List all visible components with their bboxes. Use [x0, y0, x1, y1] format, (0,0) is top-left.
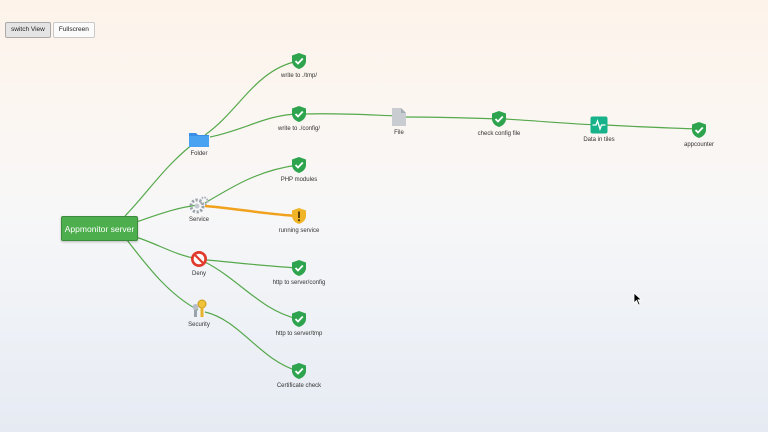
- check-shield-icon: [292, 260, 306, 276]
- check-shield-icon: [292, 363, 306, 379]
- node-label: http to server/config: [272, 280, 326, 286]
- node-label: check config file: [477, 131, 521, 137]
- node-label: write to ./tmp/: [280, 73, 317, 79]
- edge-service-running: [204, 204, 299, 218]
- node-write-config[interactable]: write to ./config/: [254, 105, 344, 132]
- edge-checkconfig-data: [504, 118, 600, 126]
- node-label: Service: [188, 217, 209, 223]
- switch-view-button[interactable]: switch View: [5, 22, 51, 38]
- node-label: Data in tiles: [583, 137, 615, 143]
- edge-root-security: [126, 239, 199, 311]
- file-icon: [392, 108, 406, 126]
- edge-deny-httpconfig: [206, 259, 299, 269]
- node-label: Certificate check: [276, 383, 322, 389]
- node-label: running service: [278, 228, 320, 234]
- node-label: Security: [188, 322, 210, 328]
- node-http-tmp[interactable]: http to server/tmp: [254, 310, 344, 337]
- check-shield-icon: [492, 111, 506, 127]
- node-label: write to ./config/: [277, 126, 321, 132]
- node-security[interactable]: Security: [154, 299, 244, 328]
- edge-service-php: [204, 164, 299, 204]
- check-shield-icon: [292, 311, 306, 327]
- node-service[interactable]: Service: [154, 196, 244, 223]
- gear-icon: [189, 196, 209, 214]
- check-shield-icon: [292, 106, 306, 122]
- node-folder[interactable]: Folder: [154, 130, 244, 157]
- node-php-modules[interactable]: PHP modules: [254, 156, 344, 183]
- node-cert-check[interactable]: Certificate check: [254, 362, 344, 389]
- node-label: appcounter: [683, 142, 715, 148]
- node-appcounter[interactable]: appcounter: [654, 121, 744, 148]
- edge-folder-writeconfig: [209, 113, 299, 138]
- check-shield-icon: [292, 157, 306, 173]
- node-label: File: [394, 130, 404, 136]
- folder-icon: [189, 133, 209, 147]
- edge-file-checkconfig: [404, 116, 500, 120]
- warning-shield-icon: [292, 208, 306, 224]
- node-http-config[interactable]: http to server/config: [254, 259, 344, 286]
- check-shield-icon: [692, 122, 706, 138]
- pulse-icon: [590, 116, 608, 134]
- edge-folder-writetmp: [204, 60, 299, 136]
- edge-root-folder: [124, 139, 199, 217]
- fullscreen-button[interactable]: Fullscreen: [52, 22, 95, 38]
- node-check-config[interactable]: check config file: [454, 110, 544, 137]
- toolbar: switch View Fullscreen: [5, 22, 95, 38]
- root-node[interactable]: Appmonitor server: [61, 216, 138, 241]
- node-label: PHP modules: [280, 177, 318, 183]
- node-write-tmp[interactable]: write to ./tmp/: [254, 52, 344, 79]
- node-label: http to server/tmp: [275, 331, 323, 337]
- edge-security-cert: [204, 311, 299, 372]
- edge-root-service: [135, 204, 199, 223]
- node-running-service[interactable]: running service: [254, 207, 344, 234]
- edge-writeconfig-file: [304, 113, 400, 117]
- no-entry-icon: [191, 251, 207, 267]
- edge-deny-httptmp: [204, 261, 299, 320]
- node-file[interactable]: File: [354, 107, 444, 136]
- node-deny[interactable]: Deny: [154, 250, 244, 277]
- keys-icon: [192, 299, 207, 317]
- mouse-cursor-icon: [633, 292, 643, 306]
- check-shield-icon: [292, 53, 306, 69]
- node-label: Folder: [190, 151, 208, 157]
- node-data-tiles[interactable]: Data in tiles: [554, 116, 644, 143]
- node-label: Deny: [191, 271, 206, 277]
- root-node-label: Appmonitor server: [64, 223, 135, 234]
- edge-data-appcounter: [605, 124, 700, 130]
